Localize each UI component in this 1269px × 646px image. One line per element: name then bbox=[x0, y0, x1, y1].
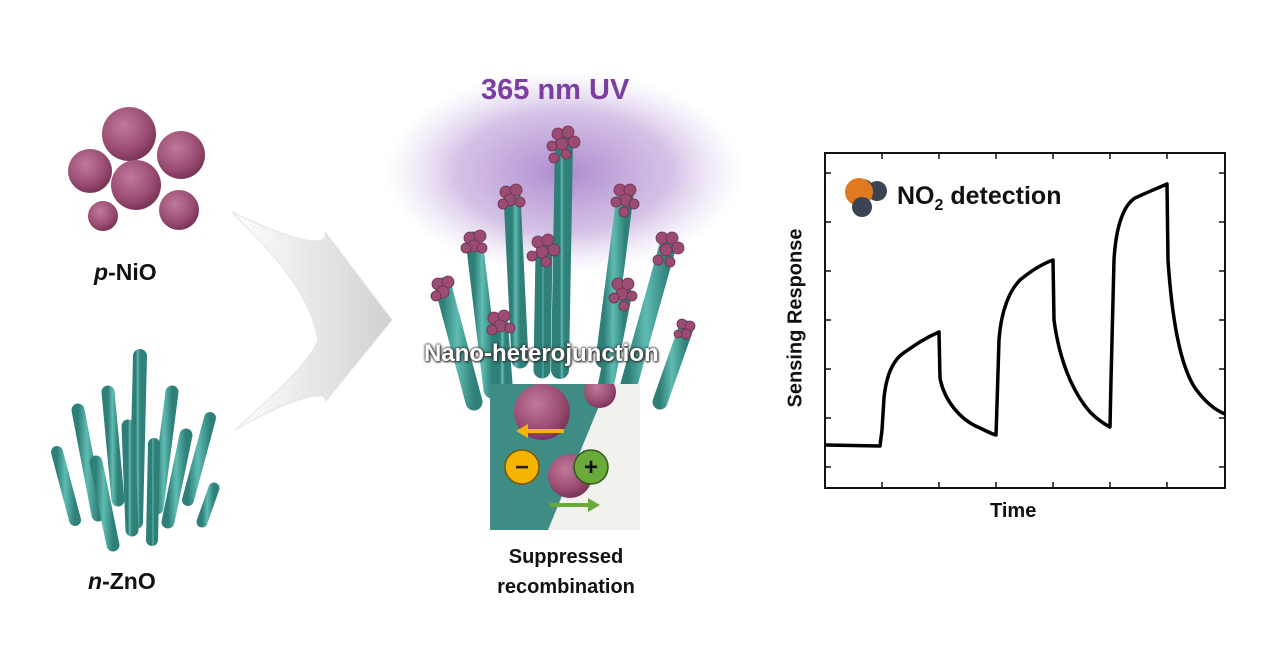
heterojunction-array bbox=[430, 125, 696, 411]
electron-arrow bbox=[516, 424, 564, 438]
inset-caption-line1: Suppressed bbox=[508, 546, 624, 568]
no2-molecule-icon bbox=[845, 178, 887, 217]
zno-nanorods bbox=[51, 349, 220, 552]
nio-particle bbox=[102, 107, 156, 161]
zno-label: n-ZnO bbox=[88, 568, 156, 595]
zno-prefix: n bbox=[88, 568, 103, 594]
nio-particles bbox=[68, 107, 205, 231]
nio-particle bbox=[68, 149, 112, 193]
y-ticks bbox=[825, 172, 1225, 468]
graph-x-axis-label: Time bbox=[990, 500, 1037, 522]
nio-particle bbox=[111, 160, 161, 210]
sensing-graph bbox=[824, 152, 1226, 489]
response-curve bbox=[825, 182, 1226, 448]
legend-prefix: NO bbox=[897, 182, 935, 210]
hole-arrow bbox=[550, 498, 600, 512]
nio-label: p-NiO bbox=[94, 259, 157, 286]
svg-text:+: + bbox=[584, 454, 598, 481]
legend-suffix: detection bbox=[943, 182, 1062, 210]
inset-caption: Suppressed recombination bbox=[468, 542, 664, 602]
nio-particle bbox=[157, 131, 205, 179]
x-ticks bbox=[881, 153, 1168, 488]
graph-y-axis-label: Sensing Response bbox=[784, 228, 807, 408]
nio-particle bbox=[159, 190, 199, 230]
electron-symbol: − bbox=[504, 449, 540, 485]
combine-arrow bbox=[231, 211, 393, 431]
uv-label: 365 nm UV bbox=[481, 74, 630, 106]
heterojunction-label: Nano-heterojunction bbox=[424, 340, 659, 367]
hole-symbol: + bbox=[573, 449, 609, 485]
legend-sub: 2 bbox=[934, 197, 944, 214]
inset-caption-line2: recombination bbox=[497, 576, 635, 598]
nio-name: -NiO bbox=[108, 259, 157, 285]
nio-prefix: p bbox=[94, 259, 109, 285]
svg-text:−: − bbox=[515, 454, 529, 481]
zno-name: -ZnO bbox=[102, 568, 156, 594]
graph-frame bbox=[824, 152, 1226, 489]
nio-particle bbox=[88, 201, 118, 231]
graph-legend-label: NO2 detection bbox=[897, 182, 1061, 215]
